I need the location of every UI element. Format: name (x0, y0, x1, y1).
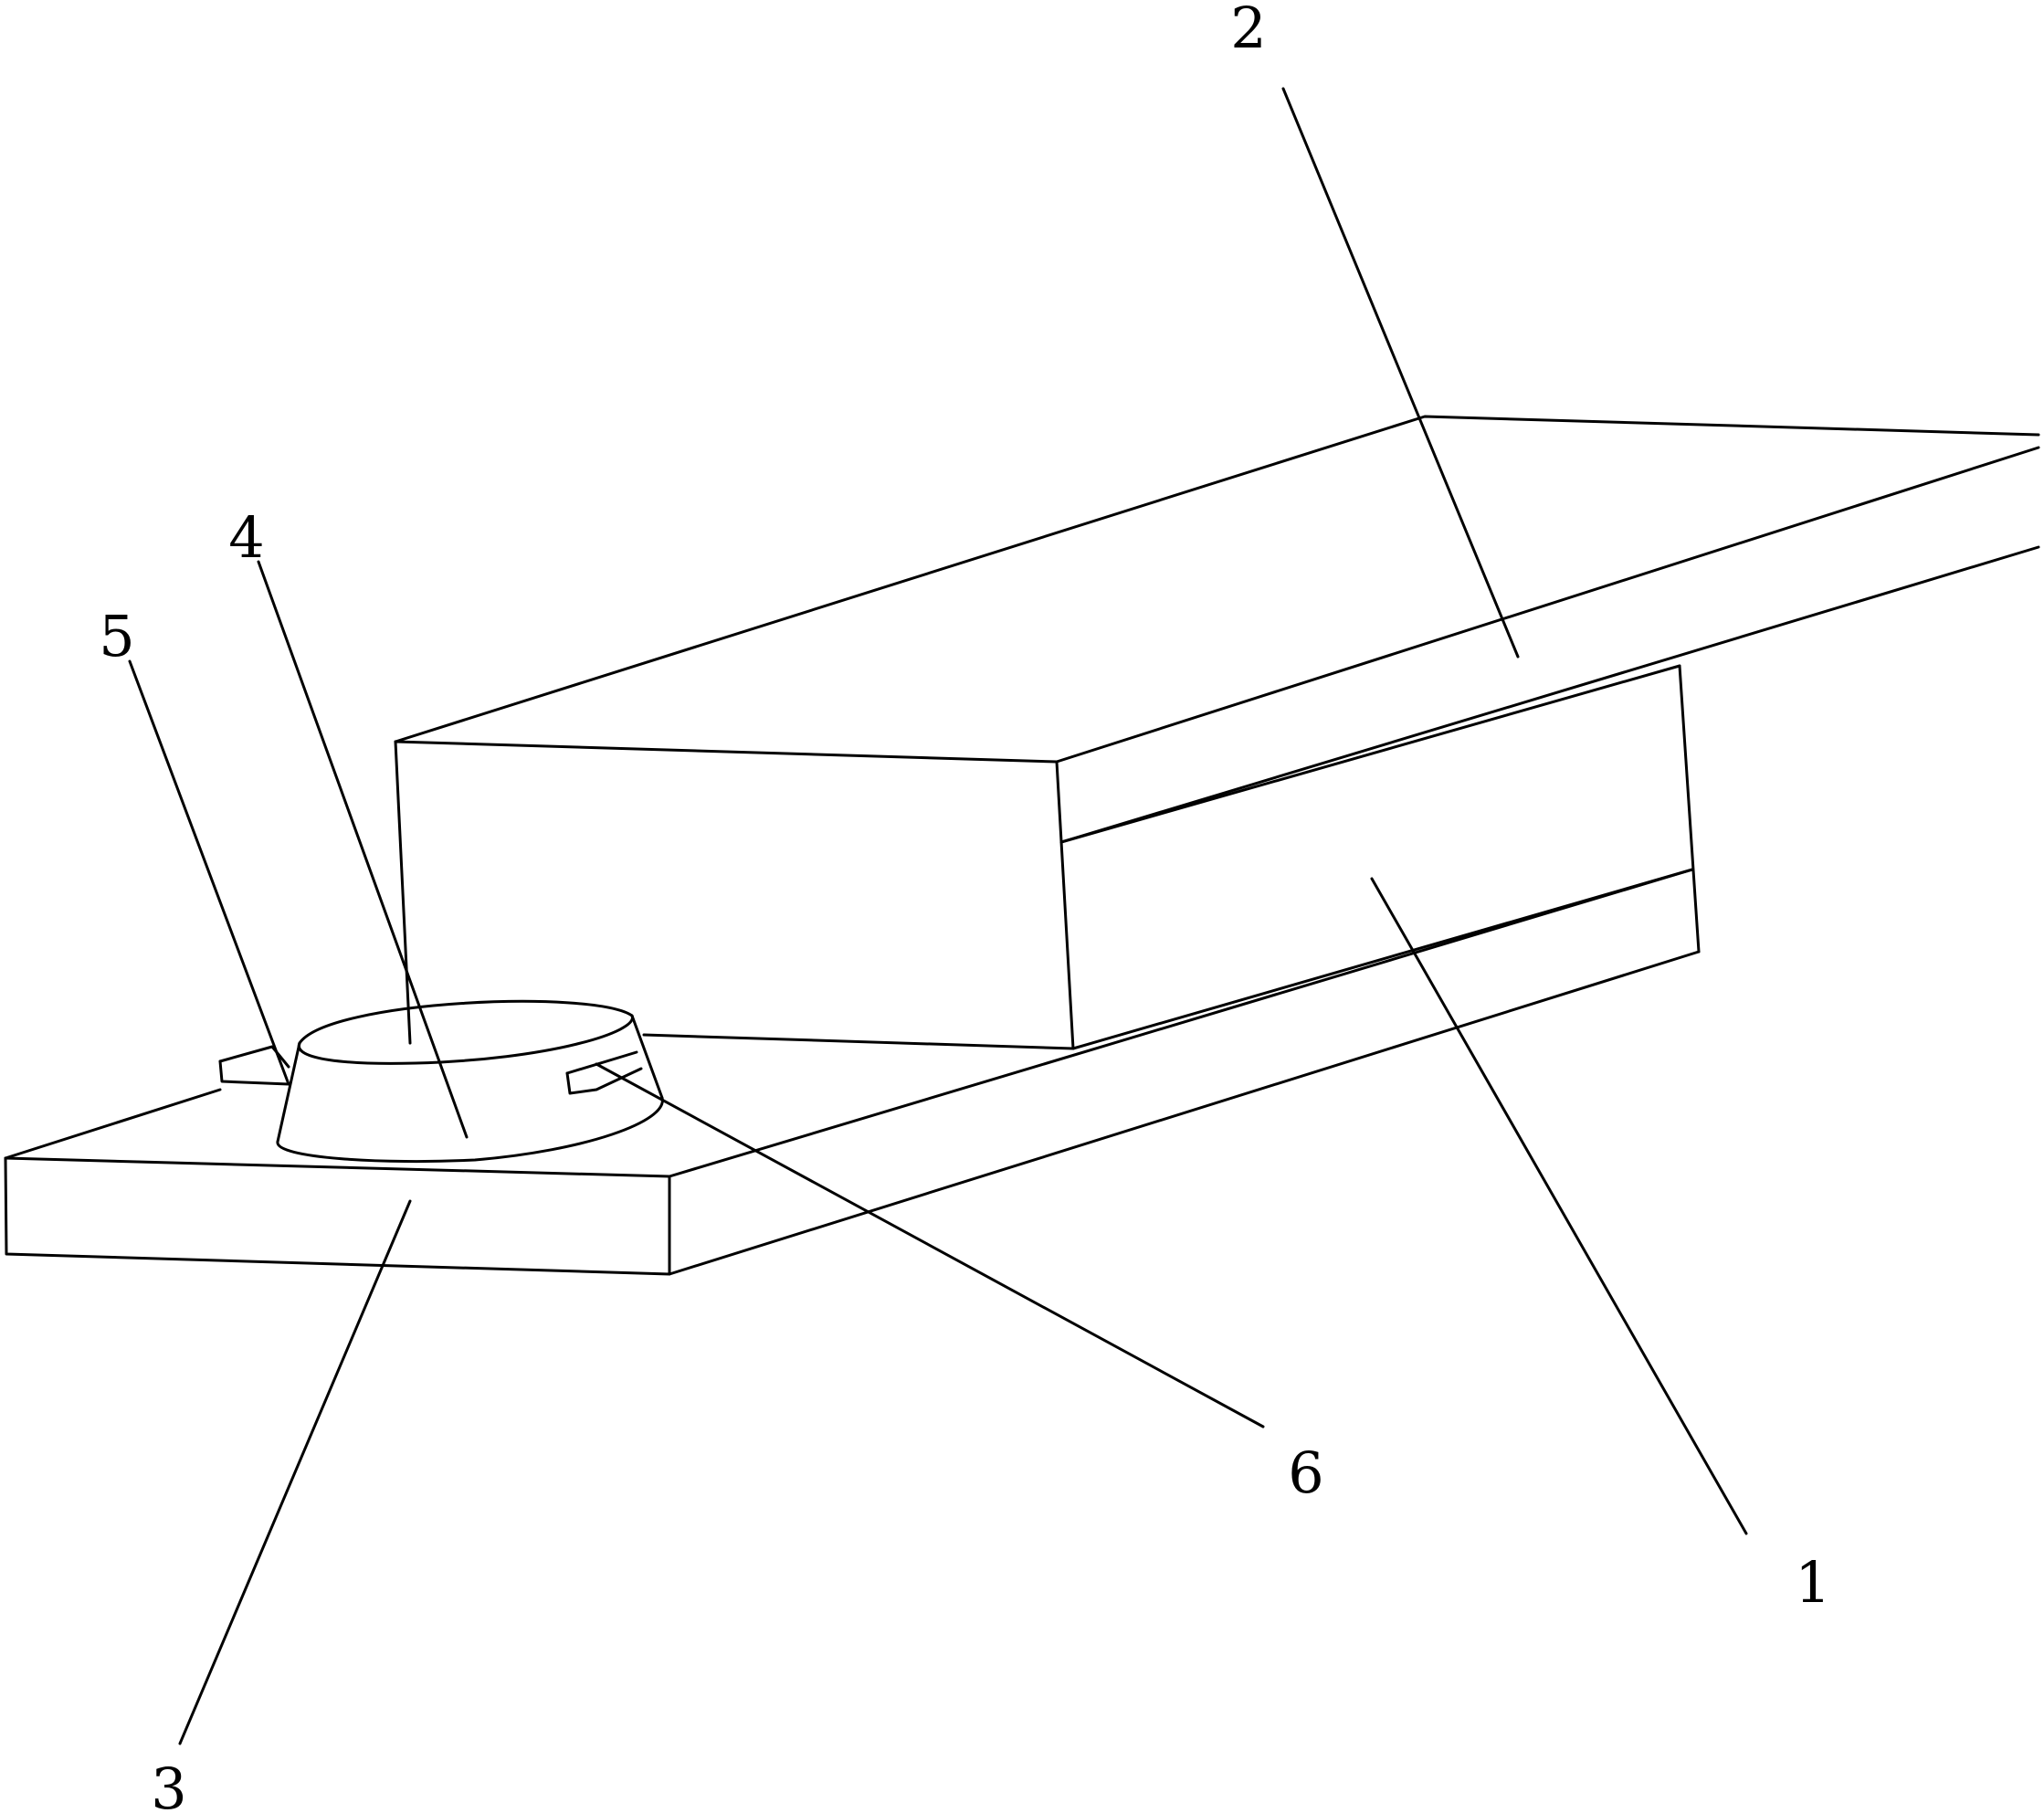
callout-label-2: 2 (1230, 0, 1266, 61)
cone-knob (278, 1001, 662, 1161)
callout-label-5: 5 (99, 603, 134, 669)
leader-line-2 (1283, 89, 1518, 657)
callout-label-1: 1 (1795, 1549, 1830, 1616)
leader-line-4 (258, 562, 467, 1137)
leader-line-3 (180, 1201, 410, 1744)
main-block (395, 666, 1699, 1049)
leader-line-5 (130, 661, 289, 1084)
base-plate (5, 870, 1699, 1274)
callout-label-6: 6 (1288, 1439, 1323, 1506)
leader-line-1 (1372, 879, 1746, 1534)
right-tab (567, 1052, 641, 1093)
callout-label-4: 4 (228, 504, 264, 571)
callout-label-3: 3 (151, 1755, 186, 1813)
upper-plate (395, 416, 2039, 842)
leader-lines (130, 89, 1746, 1744)
left-tab (220, 1047, 289, 1084)
